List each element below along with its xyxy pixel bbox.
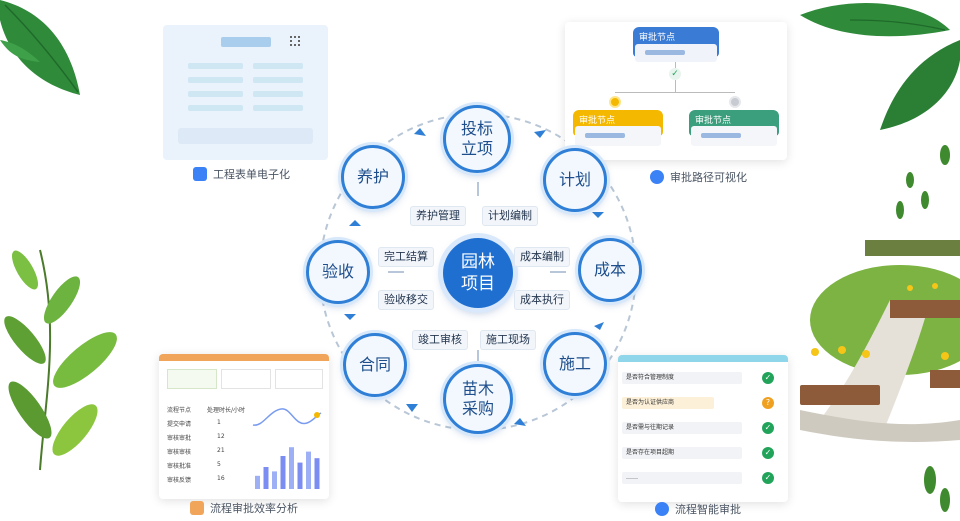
check-icon: ✓	[669, 68, 681, 80]
form-icon	[193, 167, 207, 181]
qr-icon	[290, 36, 300, 46]
forms-footer-field	[178, 128, 313, 144]
chart-icon	[190, 501, 204, 515]
smart-approval-item: 是否符合管理制度	[622, 372, 742, 384]
node-acceptance[interactable]: 验收	[306, 240, 370, 304]
ring-arrows	[344, 128, 604, 426]
forms-title-bar	[221, 37, 271, 47]
robot-icon	[655, 502, 669, 516]
check-icon: ✓	[762, 372, 774, 384]
smart-approval-item: ……	[622, 472, 742, 484]
leaf-decoration-left	[4, 249, 117, 471]
center-node-garden-project[interactable]: 园林项目	[443, 238, 513, 308]
garden-illustration	[800, 145, 960, 512]
efficiency-bar	[314, 458, 320, 489]
inner-arrows	[388, 182, 566, 366]
node-construction[interactable]: 施工	[543, 332, 607, 396]
node-maintenance[interactable]: 养护	[341, 145, 405, 209]
forms-card	[163, 25, 328, 160]
tag-maintenance-management[interactable]: 养护管理	[410, 206, 466, 226]
approval-path-caption: 审批路径可视化	[650, 169, 747, 185]
tag-construction-site[interactable]: 施工现场	[480, 330, 536, 350]
tag-acceptance-transfer[interactable]: 验收移交	[378, 290, 434, 310]
efficiency-bar	[263, 467, 269, 489]
smart-approval-card: 是否符合管理制度 ✓ 是否为认证供应商? 是否需与往期记录 ✓ 是否存在项目超期 ✓ …… ✓	[618, 355, 788, 502]
warning-icon: ?	[762, 397, 774, 409]
efficiency-bar	[255, 475, 260, 489]
tag-cost-compile[interactable]: 成本编制	[514, 247, 570, 267]
leaf-decoration-top-right	[800, 3, 960, 130]
efficiency-bar	[306, 451, 311, 489]
tag-cost-execute[interactable]: 成本执行	[514, 290, 570, 310]
efficiency-card: 流程节点 处理时长/小时 提交申请 1 审核审批 12 审核审核 21 审核批准…	[159, 354, 329, 499]
leaf-decoration-top-left	[0, 0, 80, 95]
check-icon: ✓	[762, 447, 774, 459]
efficiency-bar	[280, 456, 286, 489]
check-icon: ✓	[762, 422, 774, 434]
tag-completion-settlement[interactable]: 完工结算	[378, 247, 434, 267]
efficiency-bar	[289, 447, 294, 489]
smart-approval-caption: 流程智能审批	[655, 501, 741, 517]
efficiency-caption: 流程审批效率分析	[190, 500, 298, 516]
efficiency-line-chart	[252, 408, 322, 426]
node-contract[interactable]: 合同	[343, 333, 407, 397]
tag-plan-compile[interactable]: 计划编制	[482, 206, 538, 226]
efficiency-bar	[297, 462, 303, 489]
smart-approval-item: 是否存在项目超期	[622, 447, 742, 459]
node-plan[interactable]: 计划	[543, 148, 607, 212]
node-seedling-procurement[interactable]: 苗木采购	[443, 364, 513, 434]
tag-completion-audit[interactable]: 竣工审核	[412, 330, 468, 350]
user-flow-icon	[650, 170, 664, 184]
efficiency-bar-chart	[255, 447, 320, 489]
efficiency-bar	[272, 471, 277, 489]
node-bidding[interactable]: 投标立项	[443, 105, 511, 173]
node-cost[interactable]: 成本	[578, 238, 642, 302]
check-icon: ✓	[762, 472, 774, 484]
smart-approval-item: 是否为认证供应商	[622, 397, 714, 409]
smart-approval-item: 是否需与往期记录	[622, 422, 742, 434]
forms-caption: 工程表单电子化	[193, 166, 290, 182]
approval-path-card: 审批节点 ✓ 审批节点 审批节点	[565, 22, 787, 160]
